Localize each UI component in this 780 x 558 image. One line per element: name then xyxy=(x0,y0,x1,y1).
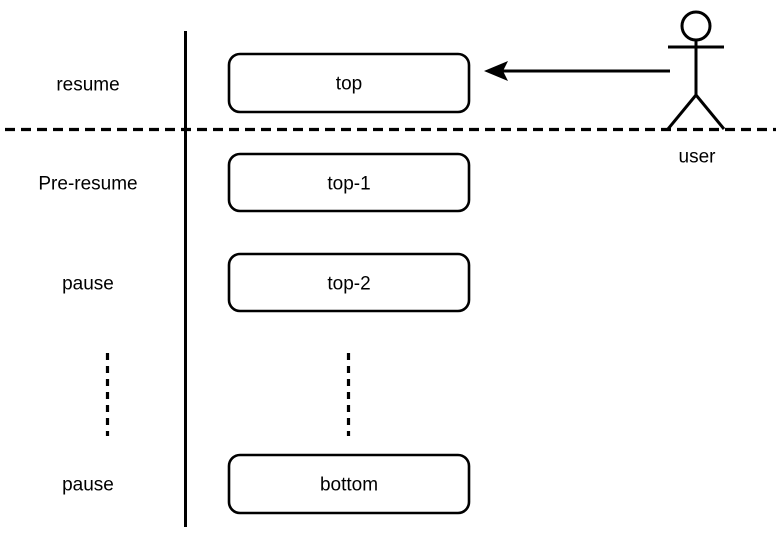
node-top-2-box[interactable] xyxy=(227,252,471,313)
stage-label-pause-lower: pause xyxy=(62,474,114,496)
actor-user-figure xyxy=(666,10,726,130)
node-top-box[interactable] xyxy=(227,52,471,114)
stage-label-pause-upper: pause xyxy=(62,273,114,295)
stage-label-pre-resume: Pre-resume xyxy=(38,173,138,195)
node-boxes xyxy=(227,52,471,515)
node-top-1-label: top-1 xyxy=(327,173,371,195)
actor-leg-left xyxy=(666,94,698,130)
actor-head-icon xyxy=(680,10,712,42)
stage-label-resume: resume xyxy=(56,74,120,96)
node-bottom-box[interactable] xyxy=(227,453,471,515)
actor-user-label: user xyxy=(678,146,716,168)
arrow-head xyxy=(484,61,508,81)
node-bottom-label: bottom xyxy=(319,474,379,496)
node-top-2-label: top-2 xyxy=(327,273,371,295)
actor-leg-right xyxy=(694,94,726,130)
node-top-label: top xyxy=(335,73,363,95)
node-top-1-box[interactable] xyxy=(227,152,471,213)
arrow-user-to-top xyxy=(484,61,670,81)
